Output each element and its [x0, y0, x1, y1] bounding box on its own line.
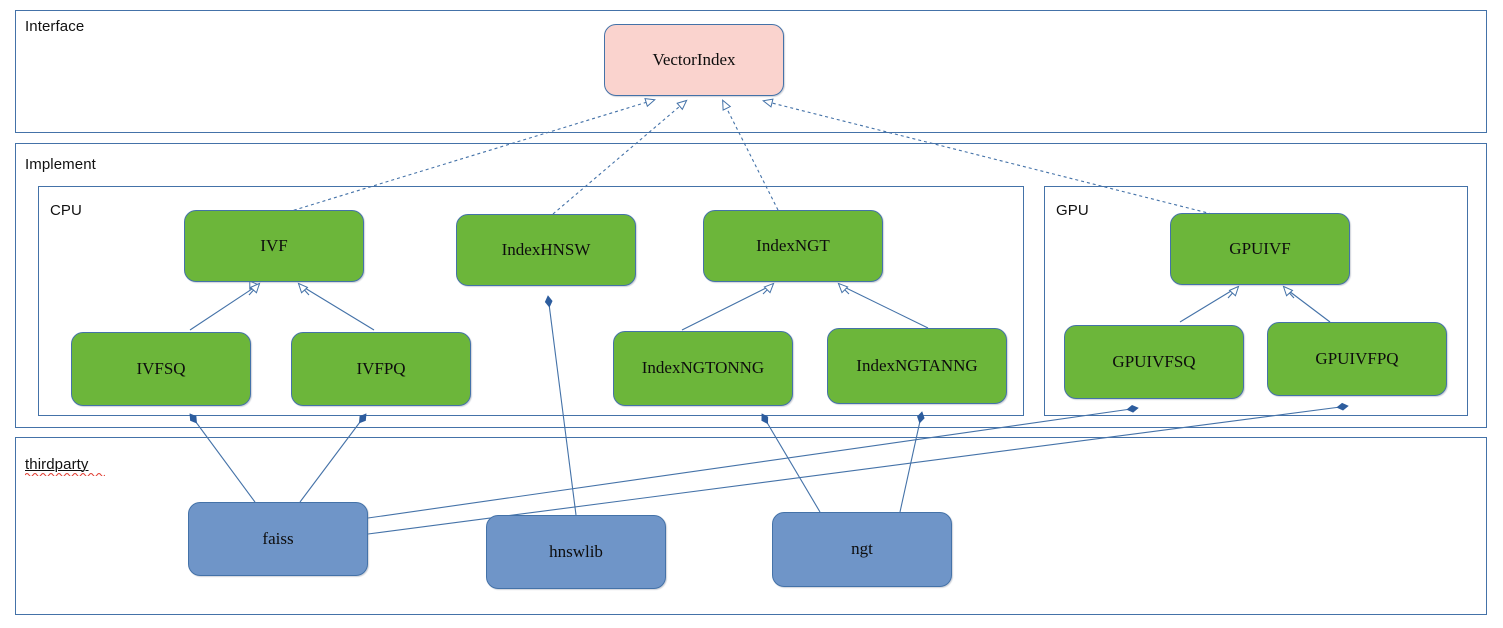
group-cpu-label: CPU	[50, 202, 82, 219]
node-indexngtonng[interactable]: IndexNGTONNG	[613, 331, 793, 406]
node-ivfsq[interactable]: IVFSQ	[71, 332, 251, 406]
node-faiss[interactable]: faiss	[188, 502, 368, 576]
group-interface-label: Interface	[25, 18, 85, 35]
node-gpuivf[interactable]: GPUIVF	[1170, 213, 1350, 285]
group-gpu-label: GPU	[1056, 202, 1089, 219]
node-indexngtanng[interactable]: IndexNGTANNG	[827, 328, 1007, 404]
group-thirdparty-label: thirdparty	[25, 456, 89, 473]
node-hnswlib[interactable]: hnswlib	[486, 515, 666, 589]
node-ivfpq[interactable]: IVFPQ	[291, 332, 471, 406]
node-indexngt[interactable]: IndexNGT	[703, 210, 883, 282]
node-gpuivfsq[interactable]: GPUIVFSQ	[1064, 325, 1244, 399]
group-implement-label: Implement	[25, 156, 96, 173]
node-ivf[interactable]: IVF	[184, 210, 364, 282]
node-vectorindex[interactable]: VectorIndex	[604, 24, 784, 96]
node-gpuivfpq[interactable]: GPUIVFPQ	[1267, 322, 1447, 396]
node-indexhnsw[interactable]: IndexHNSW	[456, 214, 636, 286]
node-ngt[interactable]: ngt	[772, 512, 952, 587]
